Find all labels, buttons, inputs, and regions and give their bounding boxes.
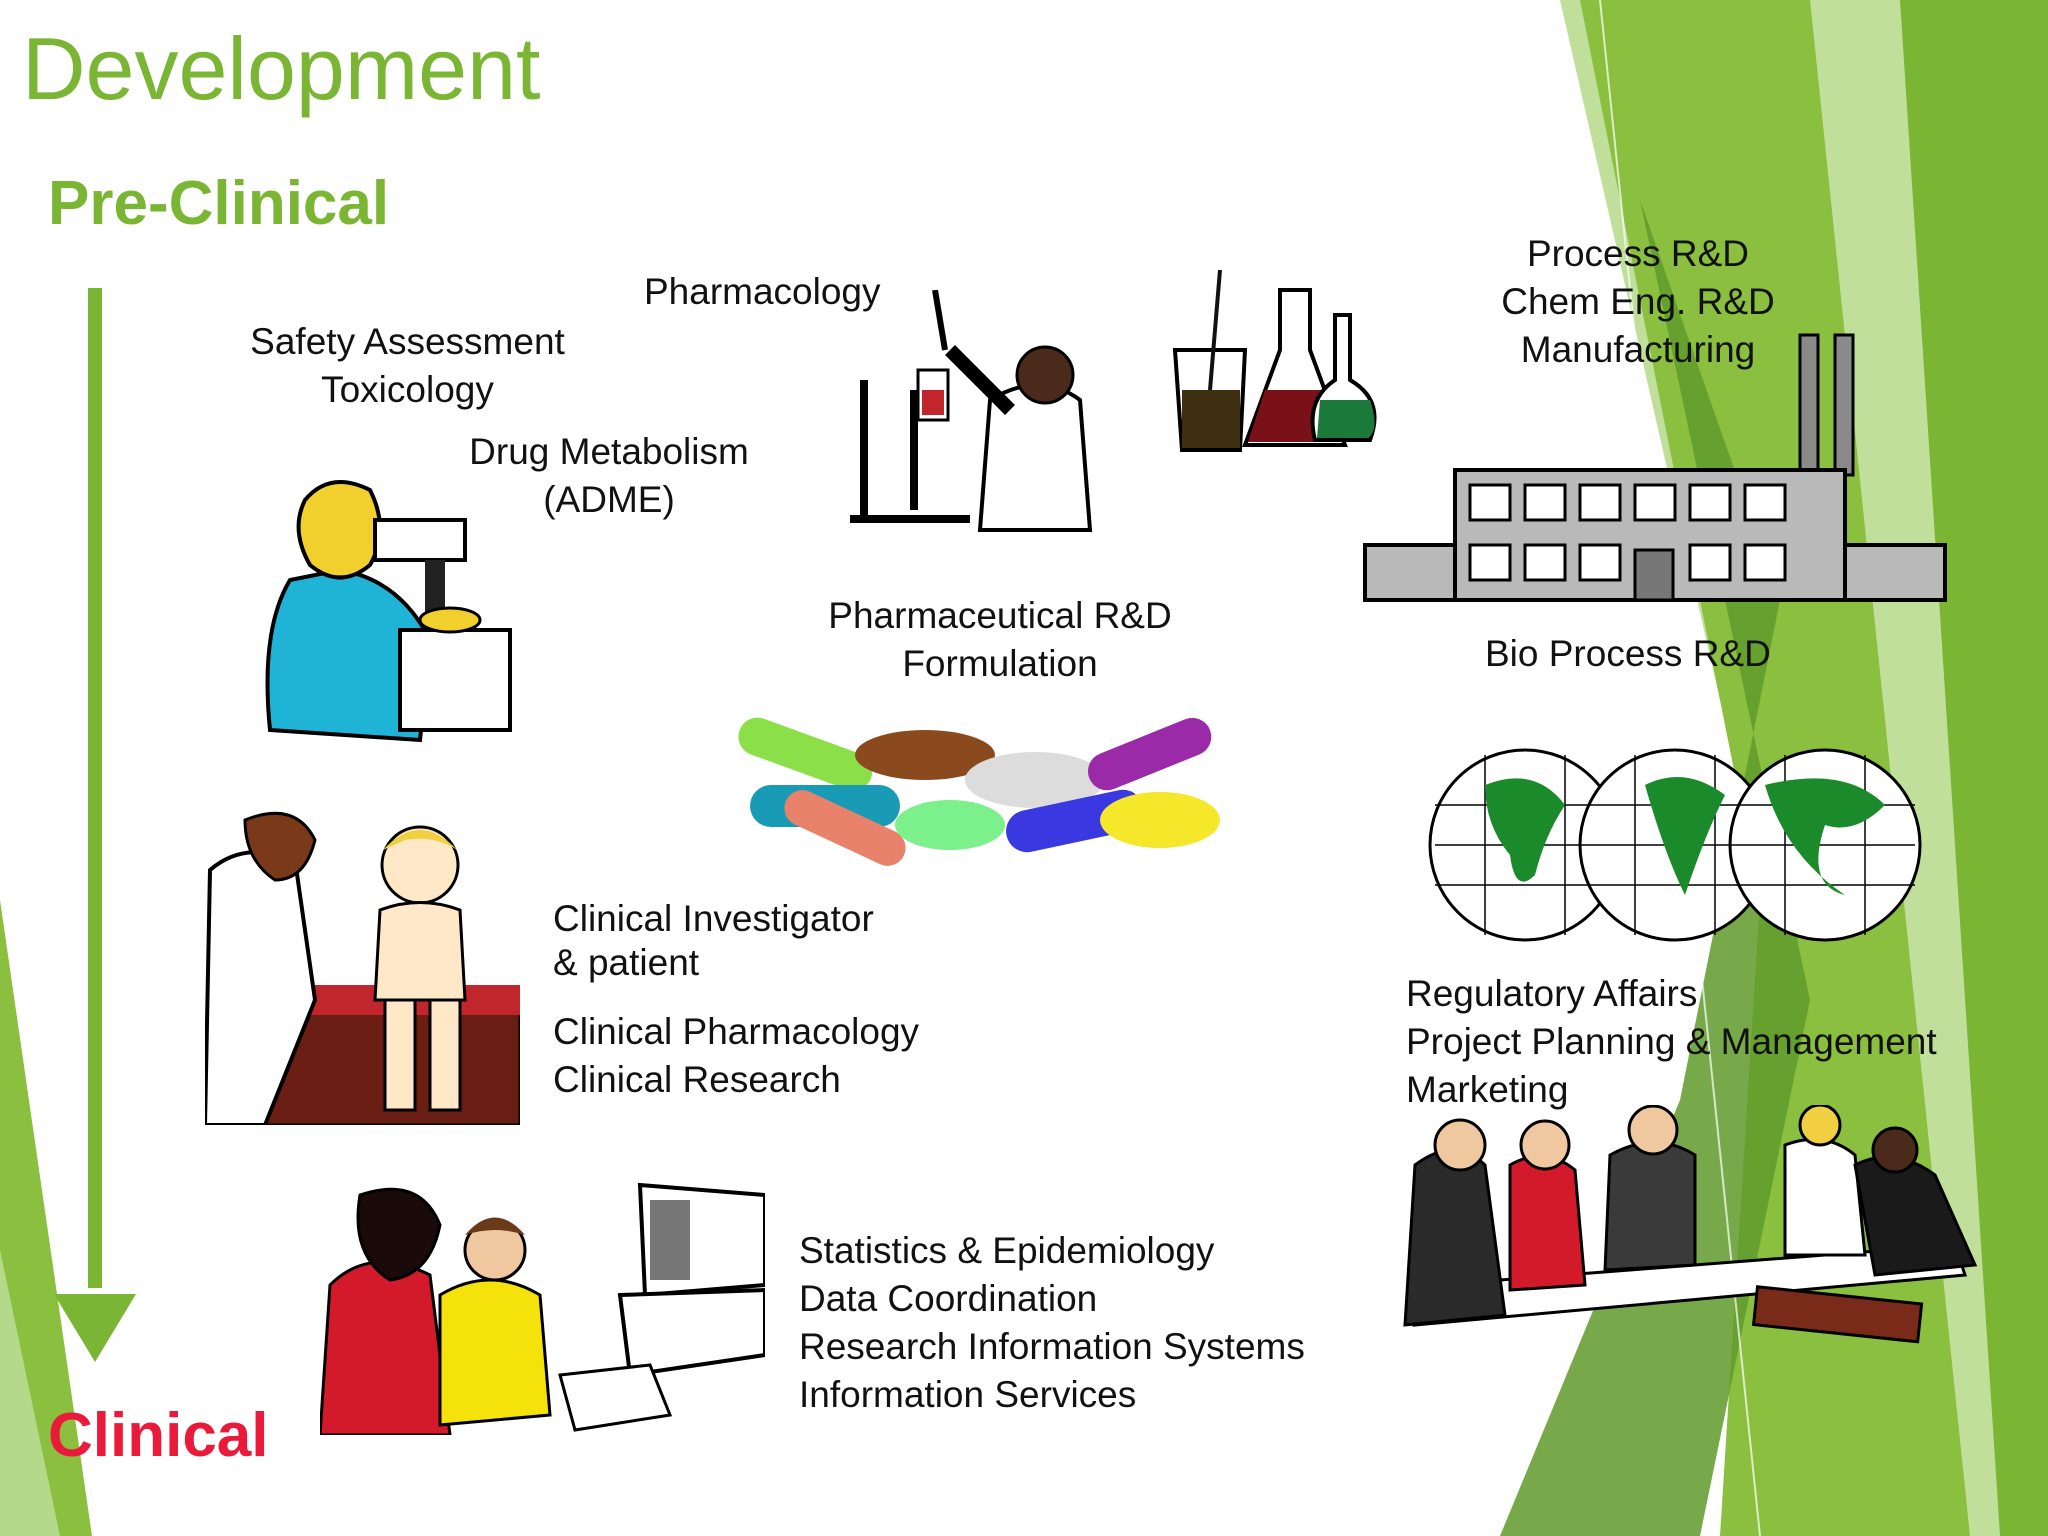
scientist-microscope-image (265, 480, 512, 743)
clinical-label: Clinical (48, 1401, 269, 1470)
doctor-child-patient-image (205, 811, 520, 1125)
progress-arrow (54, 288, 136, 1362)
clinical-investigator-label: Clinical Investigator& patient (553, 898, 874, 983)
scientist-lab-apparatus-image (850, 290, 1093, 532)
slide-title: Development (22, 19, 541, 118)
drug-metabolism-label: Drug Metabolism(ADME) (469, 431, 749, 520)
women-at-computer-image (320, 1182, 765, 1435)
pills-capsules-image (738, 717, 1220, 866)
pre-clinical-label: Pre-Clinical (48, 169, 390, 238)
bio-process-label: Bio Process R&D (1485, 633, 1771, 674)
lab-flasks-image (1172, 270, 1377, 452)
left-light-stripe (0, 1250, 60, 1536)
business-meeting-image (1403, 1105, 1978, 1344)
pharmacology-label: Pharmacology (644, 271, 881, 312)
factory-image (1363, 333, 1947, 602)
world-map-image (1428, 748, 1922, 942)
right-edge-wedge (1900, 0, 2048, 1536)
